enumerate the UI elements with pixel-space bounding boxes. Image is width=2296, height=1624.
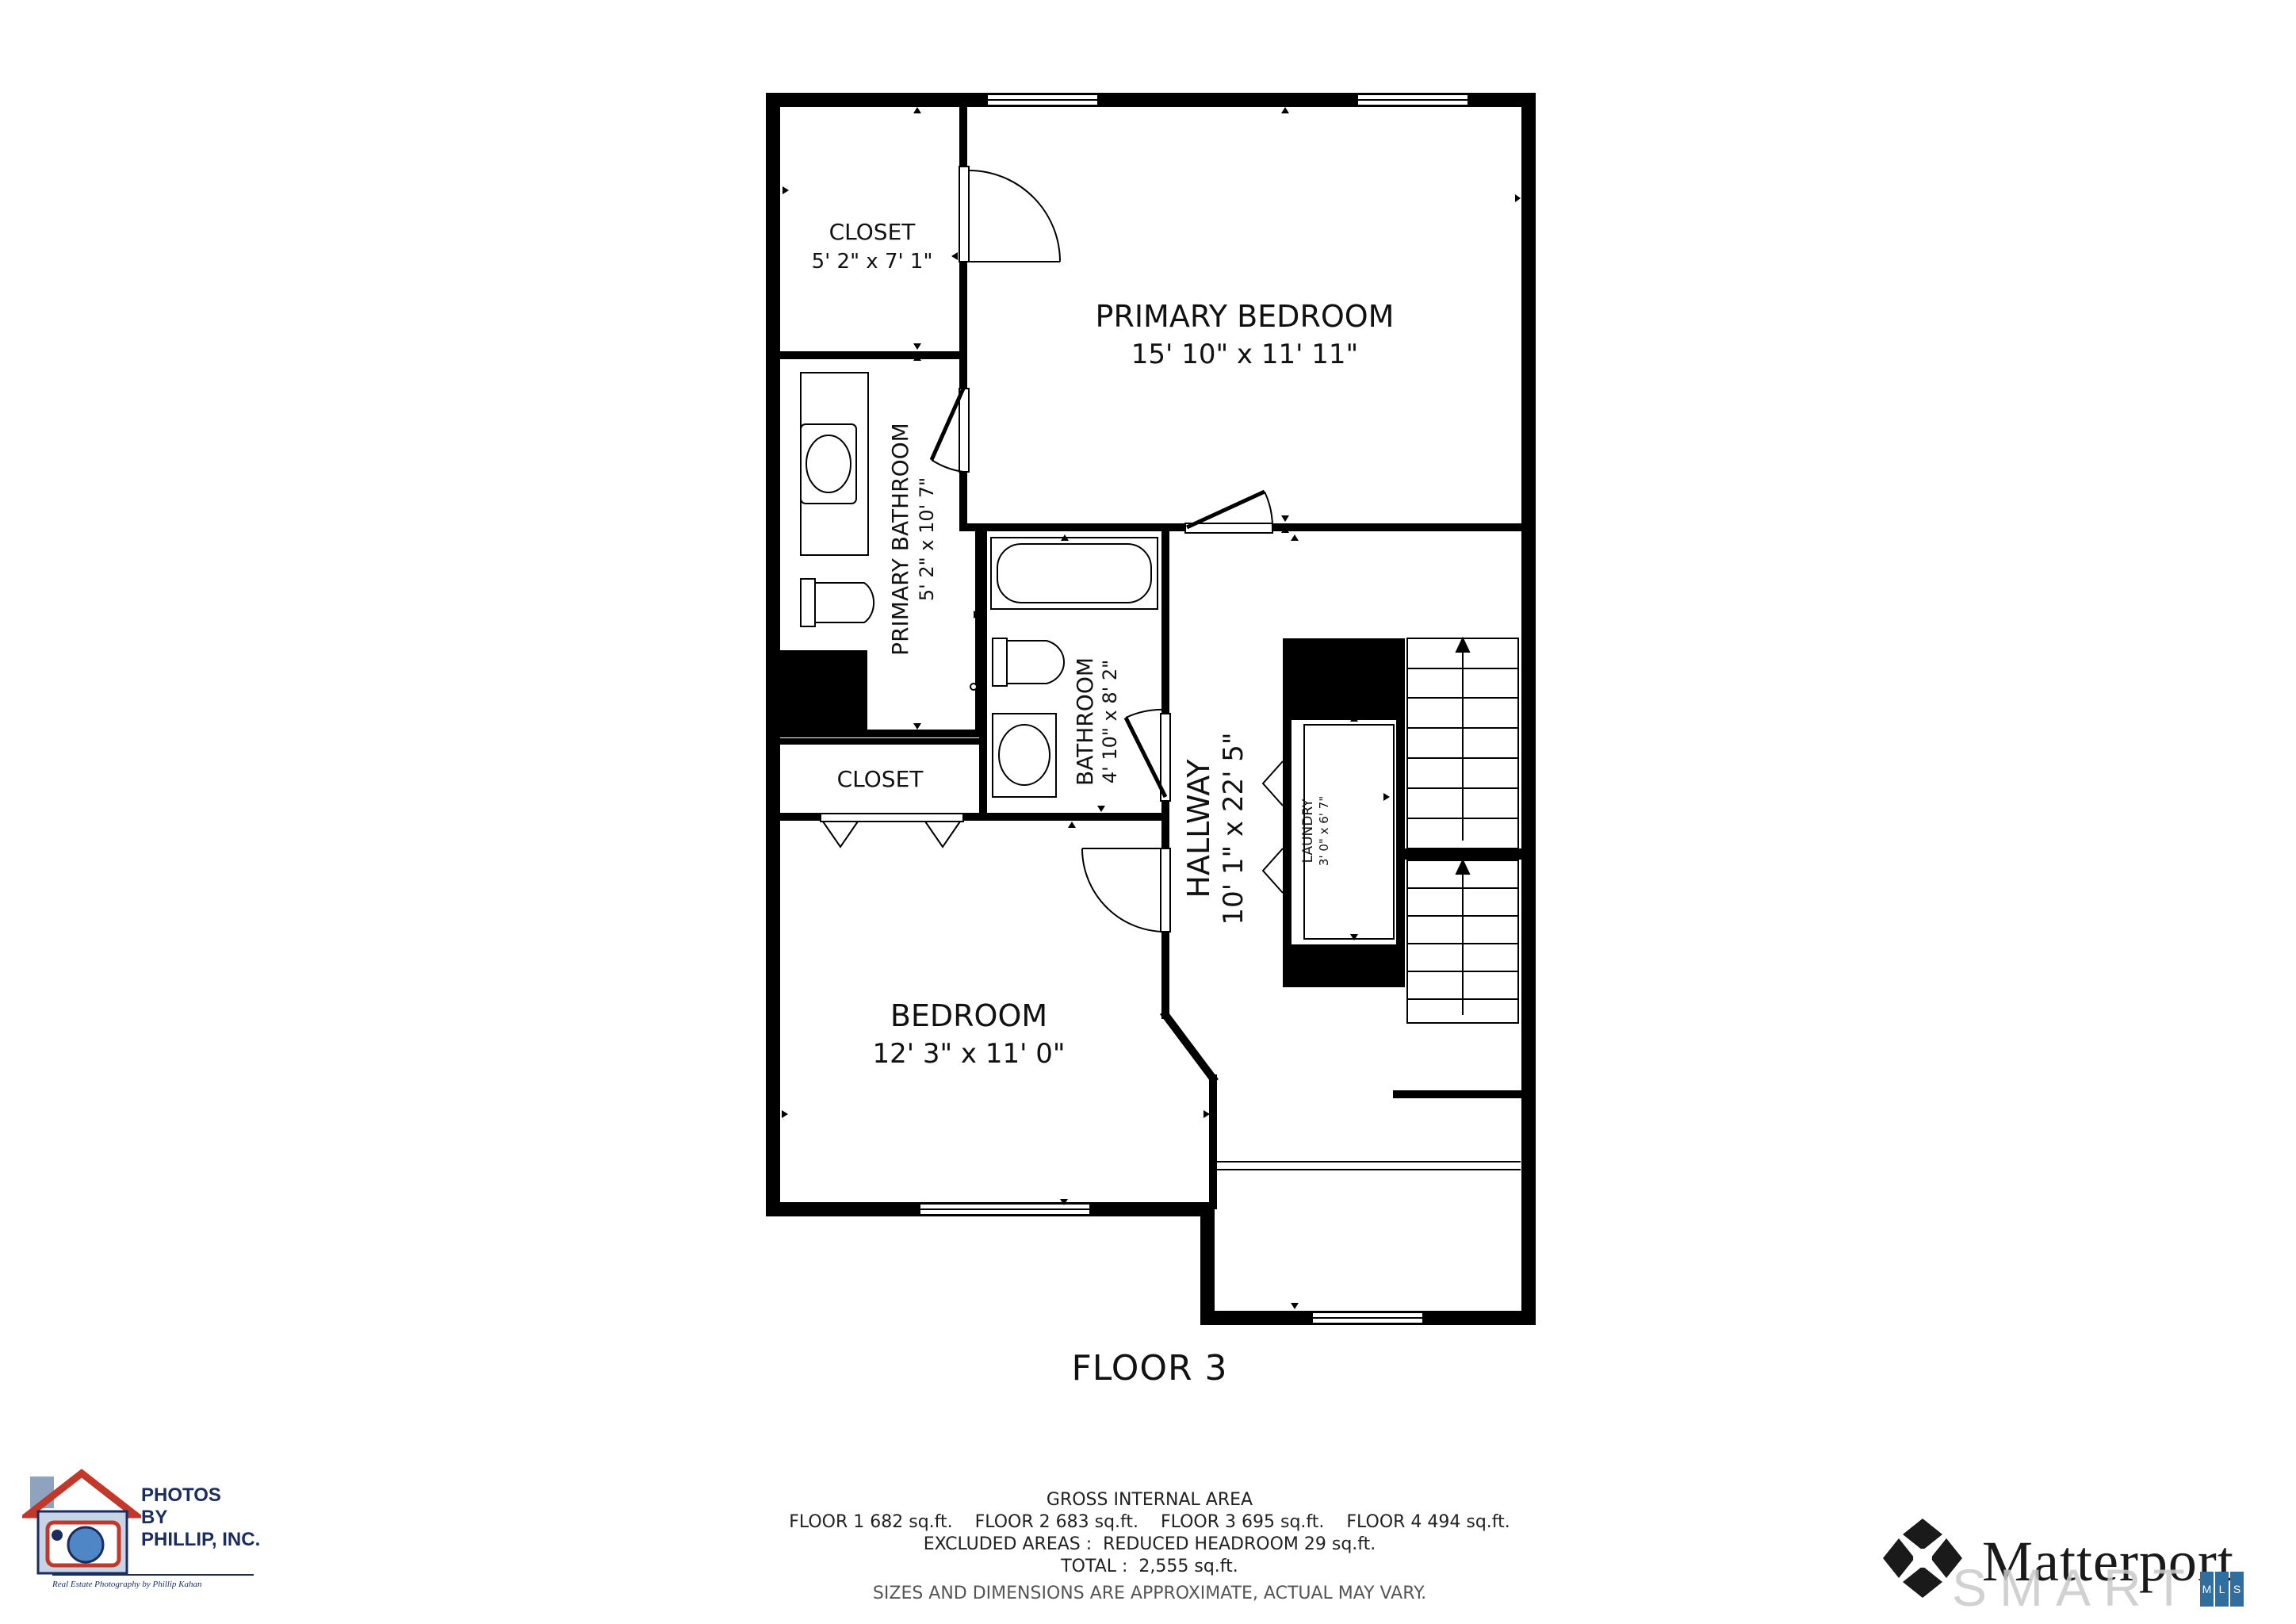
- area-heading: GROSS INTERNAL AREA: [1046, 1490, 1253, 1510]
- photographer-name-line1: PHOTOS: [141, 1484, 221, 1506]
- fixtures: [800, 372, 1158, 798]
- closet-top-dims: 5' 2" x 7' 1": [812, 250, 933, 274]
- bathroom-name: BATHROOM: [1072, 657, 1098, 786]
- photographer-name: PHOTOS BY PHILLIP, INC.: [141, 1484, 260, 1551]
- hallway-dims: 10' 1" x 22' 5": [1218, 732, 1249, 925]
- stairs: [1403, 636, 1522, 1024]
- area-summary: GROSS INTERNAL AREA FLOOR 1 682 sq.ft. F…: [698, 1489, 1601, 1605]
- matterport-logo: Matterport SMART M L S: [1879, 1515, 2291, 1617]
- primary-bathroom-name: PRIMARY BATHROOM: [887, 423, 913, 656]
- primary-bedroom-name: PRIMARY BEDROOM: [1096, 299, 1395, 334]
- floor-title: FLOOR 3: [1071, 1348, 1228, 1388]
- doors: [820, 166, 1284, 933]
- primary-bathroom-dims: 5' 2" x 10' 7": [916, 477, 938, 601]
- smart-mls-wordmark: SMART: [1952, 1558, 2198, 1617]
- wall-block: [780, 650, 867, 737]
- matterport-icon: [1883, 1519, 1962, 1598]
- bedroom-name: BEDROOM: [890, 998, 1047, 1033]
- closet-top-name: CLOSET: [829, 219, 916, 245]
- primary-bedroom-dims: 15' 10" x 11' 11": [1131, 339, 1358, 370]
- photographer-tagline: Real Estate Photography by Phillip Kahan: [52, 1580, 202, 1589]
- bedroom-dims: 12' 3" x 11' 0": [872, 1038, 1065, 1070]
- hallway-name: HALLWAY: [1181, 759, 1216, 898]
- laundry-dims: 3' 0" x 6' 7": [1317, 796, 1331, 866]
- photographer-name-line3: PHILLIP, INC.: [141, 1529, 261, 1550]
- windows: [919, 94, 1469, 1324]
- photographer-logo: PHOTOS BY PHILLIP, INC. Real Estate Phot…: [22, 1443, 276, 1602]
- house-camera-icon: [22, 1469, 141, 1575]
- logo-divider: [52, 1574, 254, 1576]
- closet-mid-name: CLOSET: [837, 766, 924, 792]
- mls-letter: S: [2230, 1572, 2244, 1607]
- matterport-wordmark: Matterport: [1982, 1530, 2234, 1593]
- laundry-name: LAUNDRY: [1300, 799, 1316, 863]
- laundry-block: [1283, 638, 1405, 987]
- mls-letter: M: [2200, 1572, 2214, 1607]
- headroom-lines: [1217, 1161, 1521, 1170]
- interior-walls: [776, 103, 1526, 1209]
- outer-walls: [766, 93, 1536, 1325]
- area-disclaimer: SIZES AND DIMENSIONS ARE APPROXIMATE, AC…: [872, 1584, 1427, 1603]
- mls-badge: M L S: [2200, 1572, 2244, 1607]
- bathroom-dims: 4' 10" x 8' 2": [1099, 660, 1121, 783]
- area-floors: FLOOR 1 682 sq.ft. FLOOR 2 683 sq.ft. FL…: [789, 1512, 1510, 1532]
- dimension-ticks: [782, 107, 1521, 1309]
- area-total: TOTAL : 2,555 sq.ft.: [1061, 1557, 1238, 1576]
- area-excluded: EXCLUDED AREAS : REDUCED HEADROOM 29 sq.…: [923, 1534, 1376, 1554]
- mls-letter: L: [2215, 1572, 2229, 1607]
- photographer-name-line2: BY: [141, 1507, 168, 1528]
